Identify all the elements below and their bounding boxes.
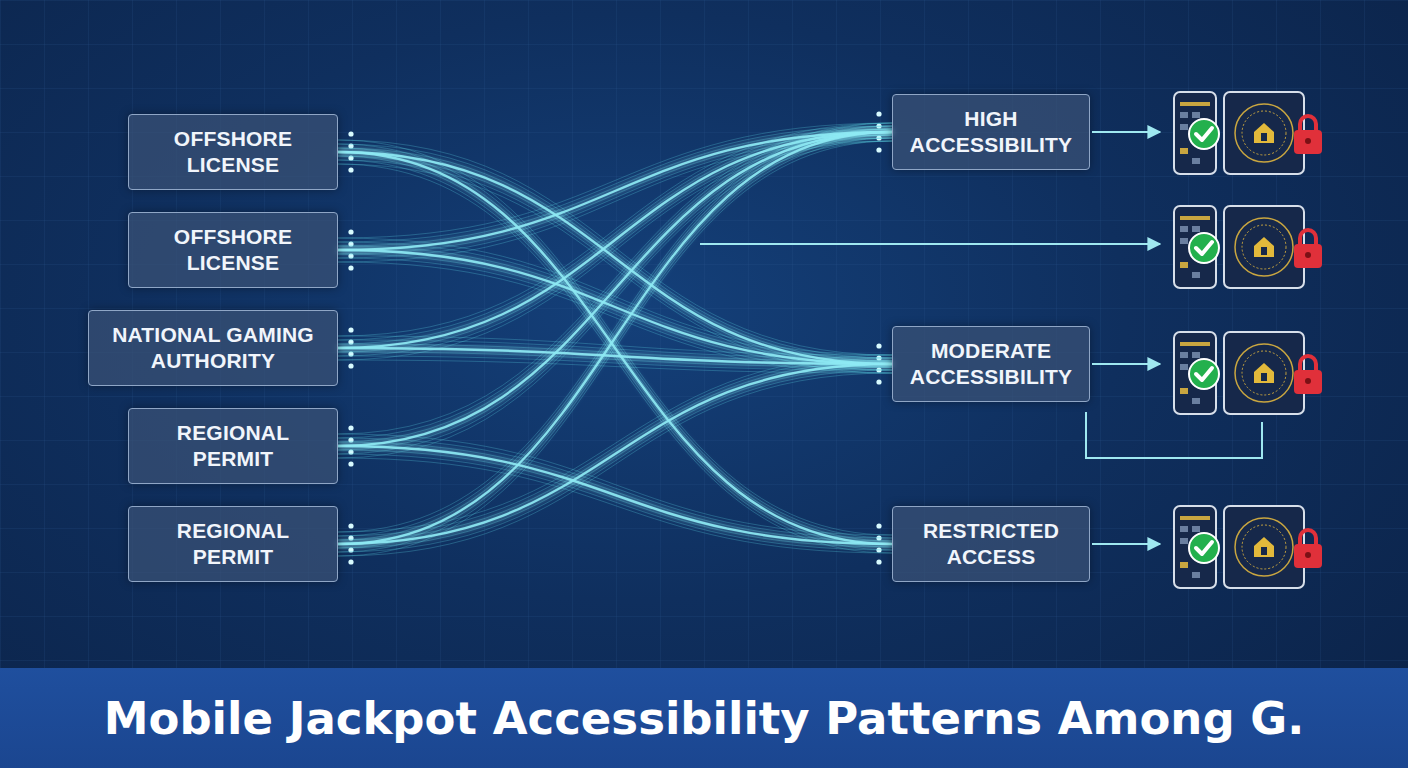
port-dot <box>348 461 353 466</box>
connector-group <box>338 132 892 544</box>
fiber-strand <box>338 355 892 532</box>
flow-connector <box>338 250 892 364</box>
fiber-strand <box>338 126 892 438</box>
device-icons <box>1174 332 1322 414</box>
bracket-line <box>1086 412 1262 458</box>
port-dot <box>348 229 353 234</box>
device-arrow <box>1092 363 1160 365</box>
fiber-strand <box>338 141 892 458</box>
category-box: RESTRICTED ACCESS <box>892 506 1090 582</box>
fiber-strand <box>338 141 892 556</box>
flow-connector <box>338 152 892 544</box>
port-dot <box>876 559 881 564</box>
node-label: REGIONAL PERMIT <box>135 518 331 571</box>
category-box: MODERATE ACCESSIBILITY <box>892 326 1090 402</box>
flow-connector <box>338 132 892 544</box>
fiber-strand <box>338 132 892 544</box>
port-dot <box>348 327 353 332</box>
fiber-strand <box>338 129 892 442</box>
node-label: OFFSHORE LICENSE <box>135 224 331 277</box>
device-arrow <box>700 243 1160 245</box>
port-dot <box>876 147 881 152</box>
fiber-strand <box>338 138 892 552</box>
fiber-strand <box>338 129 892 344</box>
fiber-strands <box>338 111 892 564</box>
node-label: OFFSHORE LICENSE <box>135 126 331 179</box>
flow-connector <box>338 132 892 348</box>
fiber-strand <box>338 454 892 550</box>
flow-connector <box>338 132 892 250</box>
source-box: OFFSHORE LICENSE <box>128 212 338 288</box>
source-box: NATIONAL GAMING AUTHORITY <box>88 310 338 386</box>
diagram-title: Mobile Jackpot Accessibility Patterns Am… <box>104 692 1305 745</box>
device-layer <box>0 0 1408 668</box>
flow-connector <box>338 364 892 544</box>
port-dot <box>876 523 881 528</box>
node-label: NATIONAL GAMING AUTHORITY <box>95 322 331 375</box>
port-dot <box>876 111 881 116</box>
port-dot <box>348 363 353 368</box>
fiber-strand <box>338 156 892 547</box>
port-dot <box>348 167 353 172</box>
source-box: OFFSHORE LICENSE <box>128 114 338 190</box>
fiber-strand <box>338 358 892 536</box>
flow-connector <box>338 152 892 364</box>
fiber-strand <box>338 364 892 544</box>
port-dot <box>348 265 353 270</box>
source-box: REGIONAL PERMIT <box>128 408 338 484</box>
port-dot <box>876 343 881 348</box>
port-dot <box>348 425 353 430</box>
node-label: MODERATE ACCESSIBILITY <box>899 338 1083 391</box>
fiber-strand <box>338 135 892 450</box>
fiber-strand <box>338 246 892 361</box>
fiber-strand <box>338 123 892 434</box>
grid <box>0 0 1408 668</box>
device-arrow <box>1092 543 1160 545</box>
category-box: HIGH ACCESSIBILITY <box>892 94 1090 170</box>
port-dot <box>348 523 353 528</box>
fiber-strand <box>338 370 892 552</box>
device-icons <box>1174 92 1322 174</box>
device-icons <box>1174 506 1322 588</box>
title-banner: Mobile Jackpot Accessibility Patterns Am… <box>0 668 1408 768</box>
fiber-strand <box>338 129 892 540</box>
source-box: REGIONAL PERMIT <box>128 506 338 582</box>
fiber-strand <box>338 258 892 370</box>
port-dot <box>876 379 881 384</box>
device-arrow <box>1092 131 1160 133</box>
fiber-strand <box>338 138 892 454</box>
port-dot <box>348 131 353 136</box>
node-label: HIGH ACCESSIBILITY <box>899 106 1083 159</box>
flow-connector <box>338 348 892 364</box>
fiber-strand <box>338 152 892 544</box>
node-label: REGIONAL PERMIT <box>135 420 331 473</box>
fiber-strand <box>338 164 892 553</box>
flow-connector <box>338 132 892 446</box>
fiber-strand <box>338 132 892 446</box>
fiber-strand <box>338 123 892 532</box>
fiber-strand <box>338 160 892 550</box>
fiber-strand <box>338 367 892 548</box>
port-dot <box>348 559 353 564</box>
device-icons <box>1174 206 1322 288</box>
node-label: RESTRICTED ACCESS <box>899 518 1083 571</box>
fiber-strand <box>338 126 892 536</box>
